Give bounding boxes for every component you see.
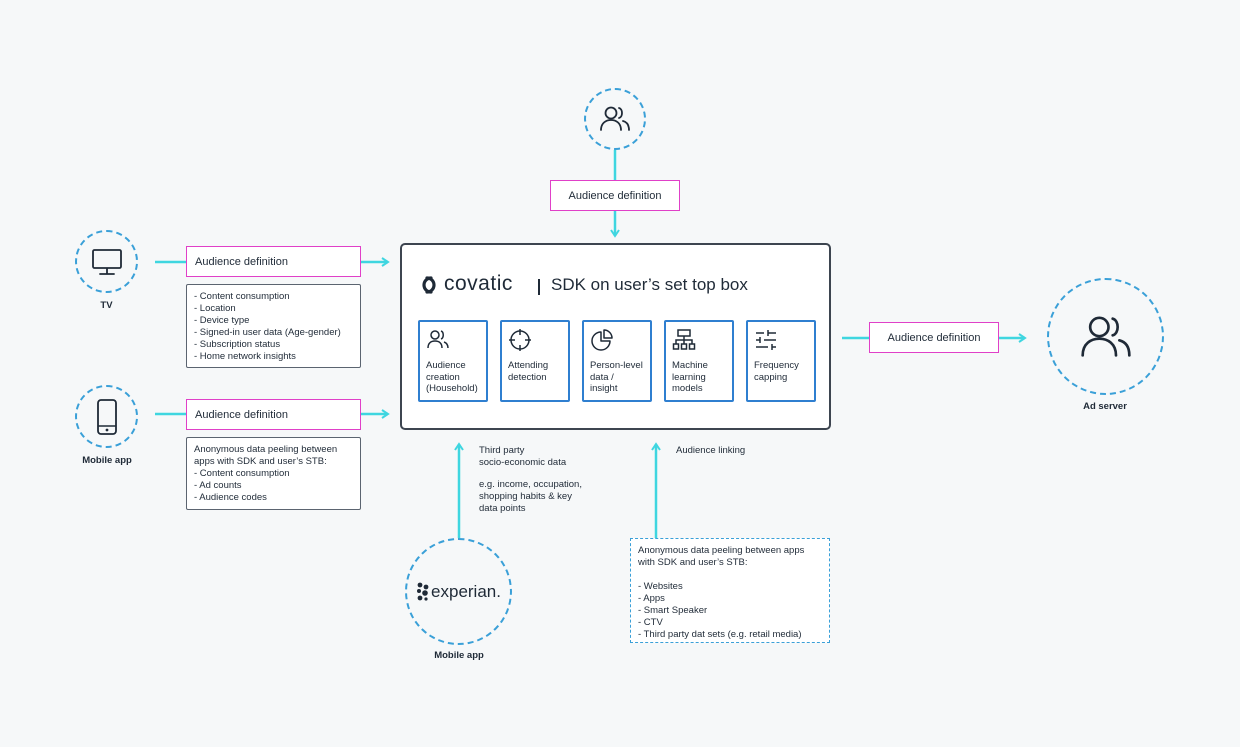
linking-detail-line bbox=[638, 569, 822, 581]
tv-source-circle bbox=[75, 230, 138, 293]
mobile-detail-line: - Content consumption bbox=[194, 468, 290, 479]
top-audience-definition-box: Audience definition bbox=[550, 180, 680, 211]
linking-details-box: Anonymous data peeling between apps with… bbox=[630, 538, 830, 643]
pie-chart-icon bbox=[591, 329, 613, 351]
linking-detail-line: - CTV bbox=[638, 617, 663, 628]
top-source-circle bbox=[584, 88, 646, 150]
feature-attending-detection: Attending detection bbox=[500, 320, 570, 402]
experian-example-line: shopping habits & key bbox=[479, 491, 572, 502]
mobile-audience-definition-box: Audience definition bbox=[186, 399, 361, 430]
covatic-sdk-box: covatic SDK on user’s set top box Audien… bbox=[400, 243, 831, 430]
feature-text: learning bbox=[672, 371, 706, 383]
tv-details-box: - Content consumption - Location - Devic… bbox=[186, 284, 361, 368]
feature-text: creation bbox=[426, 371, 460, 383]
tv-detail-line: - Content consumption bbox=[194, 291, 290, 302]
tv-icon bbox=[91, 248, 122, 275]
mobile-detail-line: - Audience codes bbox=[194, 492, 267, 503]
covatic-logo-icon bbox=[422, 276, 436, 294]
experian-logo: experian. bbox=[416, 582, 501, 602]
linking-detail-line: - Apps bbox=[638, 593, 665, 604]
feature-frequency-capping: Frequency capping bbox=[746, 320, 816, 402]
phone-icon bbox=[96, 398, 117, 435]
experian-dots-icon bbox=[417, 582, 429, 601]
feature-text: Person-level bbox=[590, 360, 643, 371]
mobile-source-circle bbox=[75, 385, 138, 448]
linking-detail-line: Anonymous data peeling between apps bbox=[638, 545, 805, 556]
sliders-icon bbox=[756, 330, 776, 350]
tv-detail-line: - Signed-in user data (Age-gender) bbox=[194, 327, 341, 338]
users-icon bbox=[600, 106, 630, 131]
spacer bbox=[479, 469, 582, 479]
feature-text: data / bbox=[590, 371, 614, 383]
experian-title-line: Third party bbox=[479, 445, 525, 456]
hierarchy-icon bbox=[672, 329, 696, 350]
tv-label: TV bbox=[100, 300, 113, 311]
users-icon bbox=[1080, 316, 1131, 357]
users-icon bbox=[427, 330, 449, 349]
feature-text: Frequency bbox=[754, 360, 799, 371]
feature-text: (Household) bbox=[426, 383, 478, 394]
ad-server-circle bbox=[1047, 278, 1164, 395]
feature-text: models bbox=[672, 383, 703, 394]
ad-server-label: Ad server bbox=[1083, 401, 1127, 412]
sdk-divider bbox=[538, 279, 540, 295]
feature-text: capping bbox=[754, 371, 788, 383]
sdk-subtitle: SDK on user’s set top box bbox=[551, 275, 748, 294]
feature-text: Attending bbox=[508, 360, 549, 371]
experian-wordmark: experian. bbox=[431, 581, 501, 601]
experian-label: Mobile app bbox=[434, 650, 484, 661]
mobile-details-box: Anonymous data peeling between apps with… bbox=[186, 437, 361, 510]
mobile-detail-line: apps with SDK and user’s STB: bbox=[194, 456, 327, 467]
linking-detail-line: with SDK and user’s STB: bbox=[638, 557, 748, 568]
experian-annotation: Third party socio-economic data e.g. inc… bbox=[479, 445, 582, 515]
feature-text: detection bbox=[508, 371, 547, 383]
tv-detail-line: - Location bbox=[194, 303, 236, 314]
feature-text: insight bbox=[590, 383, 618, 394]
tv-detail-line: - Device type bbox=[194, 315, 250, 326]
audience-linking-label: Audience linking bbox=[676, 445, 746, 456]
output-audience-definition-box: Audience definition bbox=[869, 322, 999, 353]
experian-example-line: data points bbox=[479, 503, 526, 514]
tv-detail-line: - Home network insights bbox=[194, 351, 296, 362]
feature-machine-learning: Machine learning models bbox=[664, 320, 734, 402]
feature-text: Machine bbox=[672, 360, 708, 371]
feature-text: Audience bbox=[426, 360, 466, 371]
linking-detail-line: - Websites bbox=[638, 581, 683, 592]
feature-person-level-data: Person-level data / insight bbox=[582, 320, 652, 402]
mobile-label: Mobile app bbox=[82, 455, 132, 466]
experian-title-line: socio-economic data bbox=[479, 457, 567, 468]
tv-audience-definition-box: Audience definition bbox=[186, 246, 361, 277]
linking-detail-line: - Smart Speaker bbox=[638, 605, 708, 616]
tv-detail-line: - Subscription status bbox=[194, 339, 281, 350]
experian-circle: experian. bbox=[405, 538, 512, 645]
mobile-detail-line: Anonymous data peeling between bbox=[194, 444, 338, 455]
mobile-detail-line: - Ad counts bbox=[194, 480, 242, 491]
experian-example-line: e.g. income, occupation, bbox=[479, 479, 582, 490]
feature-audience-creation: Audience creation (Household) bbox=[418, 320, 488, 402]
linking-detail-line: - Third party dat sets (e.g. retail medi… bbox=[638, 629, 802, 640]
crosshair-icon bbox=[509, 329, 531, 351]
covatic-brand: covatic bbox=[444, 272, 513, 295]
